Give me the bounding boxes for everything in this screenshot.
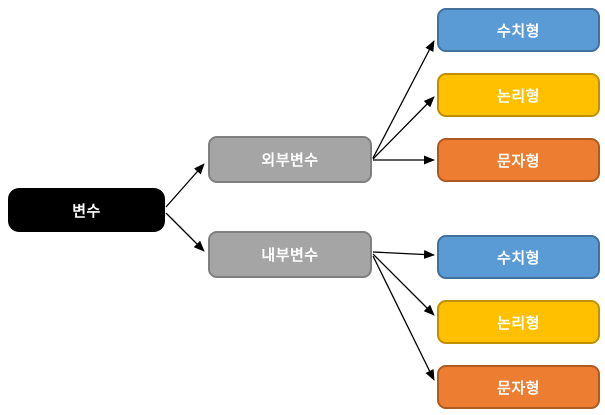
node-internal-variable: 내부변수 [208, 231, 372, 278]
edge-arrow [372, 253, 435, 316]
edge-arrow [165, 212, 205, 252]
node-external-variable: 외부변수 [208, 136, 372, 183]
node-label: 수치형 [497, 249, 540, 267]
node-numeric-internal: 수치형 [437, 235, 600, 279]
node-label: 문자형 [497, 379, 540, 397]
node-label: 수치형 [497, 22, 540, 40]
edge-arrow [165, 163, 205, 208]
edge-arrow [372, 40, 435, 159]
node-label: 외부변수 [261, 152, 319, 169]
node-numeric-external: 수치형 [437, 8, 600, 52]
node-logical-internal: 논리형 [437, 300, 600, 344]
node-label: 논리형 [497, 314, 540, 332]
node-label: 문자형 [497, 152, 540, 170]
edge-arrow [372, 250, 435, 260]
node-label: 논리형 [497, 87, 540, 105]
node-variable-root: 변수 [8, 188, 165, 232]
node-character-external: 문자형 [437, 138, 600, 182]
edge-arrow [372, 255, 435, 381]
node-label: 변수 [72, 202, 101, 220]
edge-arrow [372, 96, 435, 160]
node-label: 내부변수 [261, 247, 319, 264]
node-logical-external: 논리형 [437, 73, 600, 117]
node-character-internal: 문자형 [437, 365, 600, 409]
